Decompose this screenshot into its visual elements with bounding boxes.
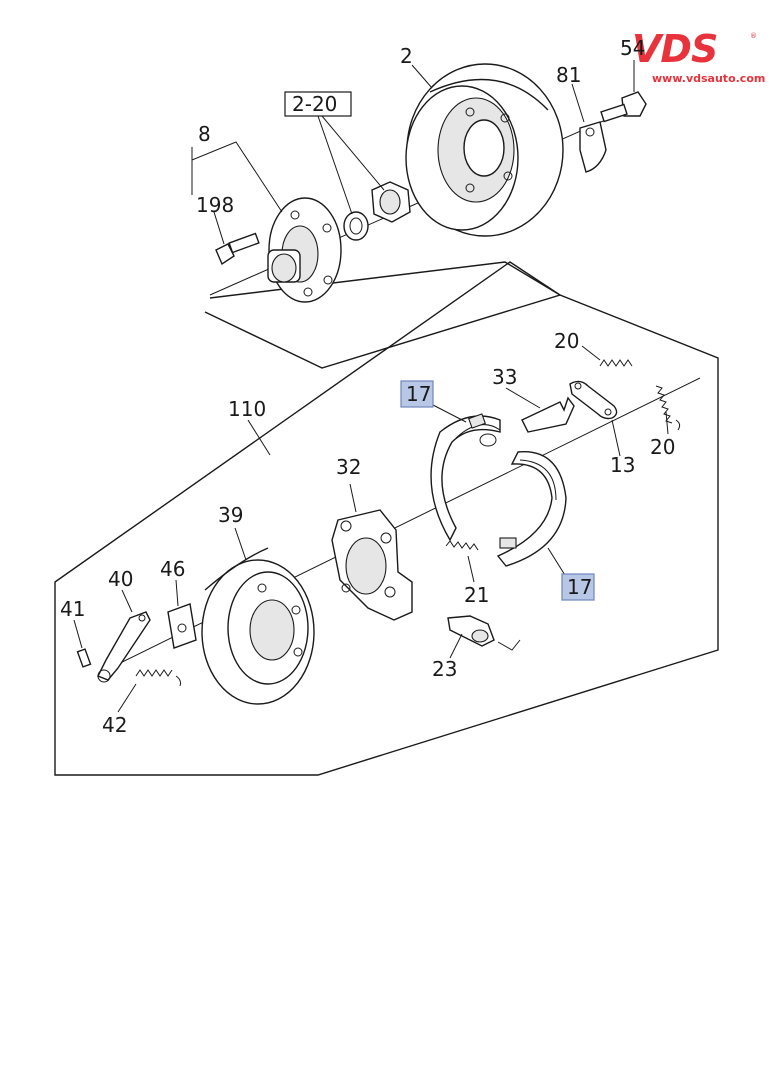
lower-assembly-frame xyxy=(54,261,719,776)
label-17a-leader xyxy=(432,404,467,423)
label-41-leader xyxy=(73,619,83,649)
return-spring-upper xyxy=(599,359,633,367)
return-spring-right xyxy=(655,385,681,431)
shoe-adjuster xyxy=(447,615,495,647)
label-81: 81 xyxy=(556,63,581,87)
label-42: 42 xyxy=(102,713,127,737)
brake-drum xyxy=(405,63,564,237)
lower-axis-line xyxy=(109,377,701,669)
label-46: 46 xyxy=(160,557,185,581)
logo-registered: ® xyxy=(750,32,757,40)
label-23-leader xyxy=(449,633,463,659)
drum-bracket xyxy=(579,121,607,173)
label-2-20: 2-20 xyxy=(292,92,337,116)
label-13: 13 xyxy=(610,453,635,477)
label-54: 54 xyxy=(620,36,645,60)
link-plate xyxy=(569,380,618,420)
label-110: 110 xyxy=(228,397,266,421)
backing-plate xyxy=(331,509,413,621)
hub-nut xyxy=(371,181,411,223)
hub-flange xyxy=(267,197,342,303)
label-20b: 20 xyxy=(650,435,675,459)
label-2-20-box xyxy=(284,91,352,117)
brake-lever xyxy=(97,611,151,683)
label-39-leader xyxy=(234,527,247,561)
label-21-leader xyxy=(467,555,475,583)
hub-washer xyxy=(343,211,369,241)
label-42-leader xyxy=(117,683,137,713)
brake-shoe-lower xyxy=(496,451,567,567)
label-23: 23 xyxy=(432,657,457,681)
label-21: 21 xyxy=(464,583,489,607)
label-2-20-leader-a xyxy=(317,115,353,215)
label-33: 33 xyxy=(492,365,517,389)
label-20a-leader xyxy=(581,345,601,361)
label-17b-highlight xyxy=(561,573,595,601)
brake-shoe-upper xyxy=(430,413,501,542)
label-17a-highlight xyxy=(400,380,434,408)
label-46-leader xyxy=(175,579,179,607)
shoe-strut xyxy=(521,396,575,433)
label-2-20-leader-b xyxy=(321,115,385,191)
logo-brand: VDS xyxy=(632,27,717,71)
label-2-leader xyxy=(411,64,433,89)
label-33-leader xyxy=(505,387,541,409)
label-2: 2 xyxy=(400,44,413,68)
lever-plate xyxy=(167,603,197,649)
label-8: 8 xyxy=(198,122,211,146)
vds-logo: VDS ® www.vdsauto.com xyxy=(632,27,765,85)
label-32: 32 xyxy=(336,455,361,479)
lever-spring xyxy=(135,669,181,687)
adjuster-spring xyxy=(445,540,479,551)
logo-url: www.vdsauto.com xyxy=(652,72,765,85)
hub-bolt xyxy=(215,232,260,266)
label-40-leader xyxy=(121,589,133,613)
label-32-leader xyxy=(349,483,357,513)
label-17b: 17 xyxy=(567,575,592,599)
label-40: 40 xyxy=(108,567,133,591)
label-20a: 20 xyxy=(554,329,579,353)
label-8-leader xyxy=(191,141,283,213)
drum-bolt xyxy=(600,91,647,123)
label-110-leader xyxy=(247,419,271,456)
lever-pin xyxy=(76,648,92,668)
label-198-leader xyxy=(213,211,225,245)
adjuster-bracket-line xyxy=(497,639,521,651)
label-20b-leader xyxy=(665,411,669,435)
label-13-leader xyxy=(611,419,621,457)
label-17a: 17 xyxy=(406,382,431,406)
label-39: 39 xyxy=(218,503,243,527)
label-81-leader xyxy=(571,83,585,123)
backing-drum xyxy=(201,547,315,705)
label-198: 198 xyxy=(196,193,234,217)
label-41: 41 xyxy=(60,597,85,621)
